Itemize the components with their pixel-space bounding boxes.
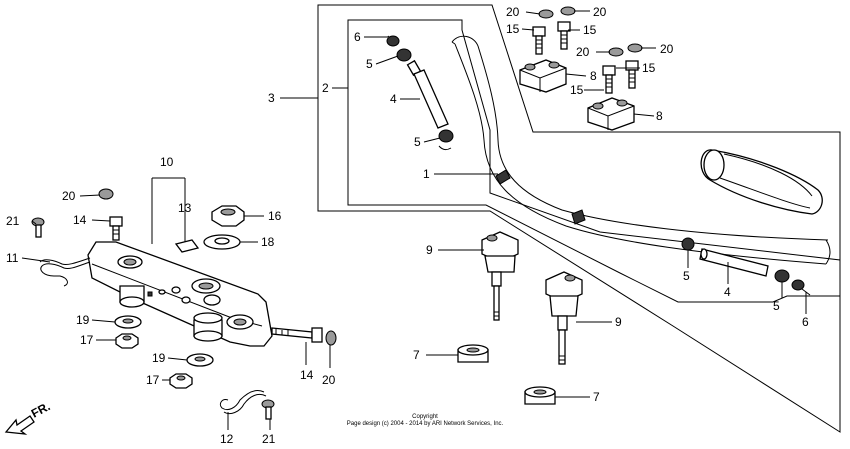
callout-19-b: 19 [152, 351, 166, 365]
bolt-cap-2 [560, 6, 576, 16]
front-direction-arrow: FR. [4, 399, 53, 435]
nut-17-left [115, 333, 139, 349]
stem-washer [203, 234, 241, 250]
callout-15-b: 15 [583, 23, 597, 37]
holder-bolt-3 [602, 65, 616, 94]
bolt-cap-6 [325, 330, 337, 346]
callout-3: 3 [268, 91, 275, 105]
fork-bolt-left [109, 216, 123, 241]
callout-9-a: 9 [426, 243, 433, 257]
handlebar-upper-holder-top [519, 59, 567, 93]
callout-6-lower: 6 [802, 315, 809, 329]
callout-11: 11 [6, 251, 19, 265]
callout-5-lower-b: 5 [773, 299, 780, 313]
assembly-2-outline [347, 19, 841, 303]
nut-17-center [169, 373, 193, 389]
callout-4-upper: 4 [390, 92, 397, 106]
callout-20-b: 20 [593, 5, 607, 19]
direction-label: FR. [29, 399, 53, 420]
callout-17-b: 17 [146, 373, 160, 387]
washer-19-center [186, 353, 214, 367]
callout-7-b: 7 [593, 390, 600, 404]
callout-17-a: 17 [80, 333, 94, 347]
callout-1: 1 [423, 167, 430, 181]
callout-21-a: 21 [6, 214, 20, 228]
lower-holder-1 [481, 231, 519, 321]
bolt-cap-5 [98, 188, 114, 200]
callout-5-lower-a: 5 [683, 269, 690, 283]
callout-8-b: 8 [656, 109, 663, 123]
leader-lines [21, 10, 807, 430]
callout-20-c: 20 [576, 45, 590, 59]
callout-18: 18 [261, 235, 275, 249]
callout-14-b: 14 [300, 368, 314, 382]
cable-clamp [219, 389, 265, 411]
callout-2: 2 [322, 81, 329, 95]
callout-7-a: 7 [413, 348, 420, 362]
screw-upper-left [31, 217, 45, 238]
assembly-3-outline [317, 4, 841, 433]
copyright-line-2: Page design (c) 2004 - 2014 by ARI Netwo… [347, 421, 504, 427]
copyright-line-1: Copyright [412, 414, 438, 420]
callout-19-a: 19 [76, 313, 90, 327]
callout-labels: 1 2 3 4 6 5 5 20 20 15 15 20 20 8 15 15 … [6, 5, 809, 446]
stem-nut [211, 205, 245, 227]
callout-5-upper-a: 5 [366, 57, 373, 71]
callout-16: 16 [268, 209, 282, 223]
cable-guide [40, 261, 91, 287]
callout-21-b: 21 [262, 432, 276, 446]
balancer-weight-upper [386, 35, 454, 151]
callout-20-e: 20 [62, 189, 76, 203]
washer-19-left [114, 315, 142, 329]
callout-12: 12 [220, 432, 234, 446]
callout-20-f: 20 [322, 373, 336, 387]
cushion-rubber-2 [524, 386, 556, 405]
callout-13: 13 [178, 201, 192, 215]
callout-8-a: 8 [590, 69, 597, 83]
holder-bolt-4 [625, 60, 639, 89]
lower-holder-2 [545, 271, 583, 365]
callout-15-a: 15 [506, 22, 520, 36]
holder-bolt-1 [532, 26, 546, 55]
rubber-13 [174, 239, 200, 253]
top-bridge [87, 241, 273, 347]
bolt-cap-4 [627, 43, 643, 53]
callout-20-a: 20 [506, 5, 520, 19]
pinch-bolt [271, 327, 323, 343]
handlebar [451, 35, 831, 265]
balancer-weight-lower [681, 237, 811, 296]
callout-6-upper: 6 [354, 30, 361, 44]
callout-15-d: 15 [642, 61, 656, 75]
callout-15-c: 15 [570, 83, 584, 97]
callout-5-upper-b: 5 [414, 135, 421, 149]
callout-9-b: 9 [615, 315, 622, 329]
bolt-cap-3 [608, 47, 624, 57]
handlebar-grip [700, 149, 823, 215]
callout-10: 10 [160, 155, 174, 169]
bolt-cap-1 [538, 9, 554, 19]
screw-lower [261, 399, 275, 420]
handlebar-upper-holder-bottom [587, 97, 635, 131]
callout-4-lower: 4 [724, 285, 731, 299]
callout-14-a: 14 [73, 213, 87, 227]
callout-20-d: 20 [660, 42, 674, 56]
cushion-rubber-1 [457, 344, 489, 363]
holder-bolt-2 [557, 21, 571, 50]
